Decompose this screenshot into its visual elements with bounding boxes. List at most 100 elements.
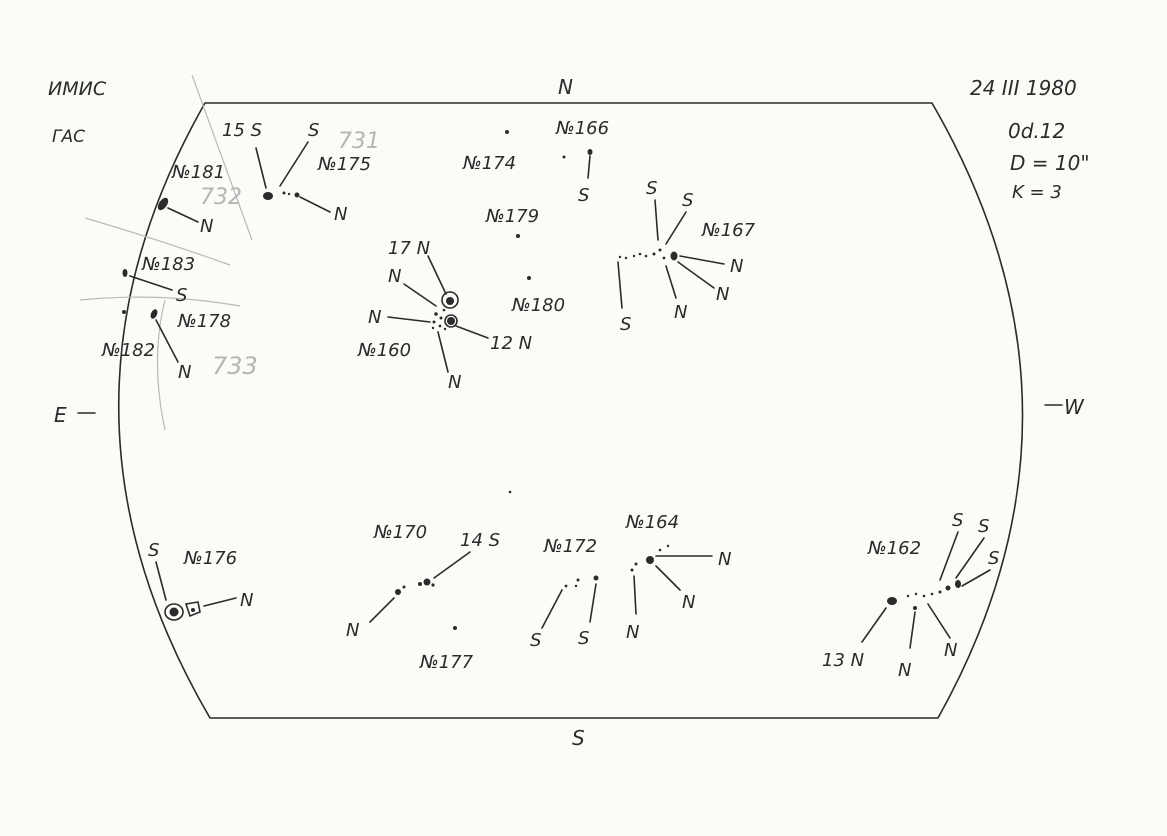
polarity-tag: 17 N bbox=[388, 238, 430, 259]
polarity-tag: N bbox=[334, 204, 347, 225]
polarity-tag: 13 N bbox=[822, 650, 864, 671]
polarity-leader bbox=[455, 325, 489, 339]
polarity-tag: S bbox=[578, 185, 589, 206]
region-164-label: №164 bbox=[625, 512, 679, 533]
polarity-tag: S bbox=[176, 285, 187, 306]
polarity-tag: N bbox=[716, 284, 729, 305]
sunspot bbox=[122, 310, 126, 314]
sunspot bbox=[434, 312, 438, 316]
polarity-leader bbox=[433, 551, 471, 579]
sunspot bbox=[634, 562, 638, 566]
north-label: N bbox=[558, 75, 573, 99]
sunspot bbox=[169, 607, 179, 617]
sunspot bbox=[955, 580, 961, 588]
polarity-leader bbox=[299, 196, 331, 213]
sunspot bbox=[644, 254, 648, 258]
polarity-tag: N bbox=[730, 256, 743, 277]
region-174-label: №174 bbox=[462, 153, 516, 174]
sunspot bbox=[447, 317, 455, 325]
sunspot bbox=[630, 568, 634, 572]
sunspot bbox=[887, 597, 897, 605]
region-167-label: №167 bbox=[701, 220, 756, 241]
polarity-leader bbox=[955, 537, 985, 579]
polarity-leader bbox=[155, 561, 167, 601]
polarity-leader bbox=[961, 569, 991, 587]
polarity-tag: S bbox=[530, 630, 541, 651]
polarity-tag: S bbox=[148, 540, 159, 561]
pencil-note-732: 732 bbox=[200, 185, 242, 210]
polarity-leader bbox=[369, 597, 395, 623]
sunspot bbox=[446, 297, 454, 305]
sunspot bbox=[395, 589, 401, 595]
region-179-label: №179 bbox=[485, 206, 539, 227]
east-label: E bbox=[54, 403, 67, 427]
sunspot bbox=[442, 308, 446, 312]
region-172-label: №172 bbox=[543, 536, 597, 557]
polarity-tag: N bbox=[240, 590, 253, 611]
sunspot bbox=[587, 149, 593, 155]
polarity-tag: 12 N bbox=[490, 333, 532, 354]
sunspot bbox=[906, 594, 910, 598]
sunspot bbox=[431, 326, 435, 330]
sunspot bbox=[618, 255, 622, 259]
polarity-leader bbox=[633, 575, 637, 615]
polarity-tag: N bbox=[178, 362, 191, 383]
polarity-tag: S bbox=[952, 510, 963, 531]
polarity-tag: N bbox=[200, 216, 213, 237]
polarity-leader bbox=[541, 589, 563, 629]
sunspot bbox=[438, 324, 442, 328]
polarity-leader bbox=[665, 211, 687, 245]
polarity-tag: N bbox=[448, 372, 461, 393]
polarity-tag: 14 S bbox=[460, 530, 500, 551]
polarity-leader bbox=[279, 141, 309, 187]
polarity-leader bbox=[403, 283, 437, 307]
sunspot bbox=[418, 582, 422, 586]
sunspot bbox=[508, 490, 512, 494]
sunspot bbox=[282, 191, 286, 195]
region-162-label: №162 bbox=[867, 538, 921, 559]
sunspot bbox=[263, 192, 273, 200]
polarity-leader bbox=[909, 611, 916, 649]
sunspot bbox=[945, 585, 951, 591]
polarity-tag: N bbox=[368, 307, 381, 328]
sunspot bbox=[157, 197, 169, 211]
sunspot bbox=[191, 608, 195, 612]
polarity-leader bbox=[665, 265, 677, 299]
sunspot-penumbra bbox=[164, 603, 184, 621]
region-183-label: №183 bbox=[141, 254, 195, 275]
sunspot bbox=[439, 316, 443, 320]
sunspot bbox=[294, 192, 300, 198]
pencil-line bbox=[84, 217, 231, 266]
sunspot bbox=[666, 544, 670, 548]
sunspot-penumbra bbox=[441, 291, 459, 309]
polarity-leader bbox=[155, 319, 179, 363]
region-177-label: №177 bbox=[419, 652, 474, 673]
region-170-label: №170 bbox=[373, 522, 427, 543]
polarity-tag: N bbox=[718, 549, 731, 570]
sunspot bbox=[938, 590, 942, 594]
polarity-tag: N bbox=[626, 622, 639, 643]
polarity-leader bbox=[939, 531, 959, 581]
region-160-label: №160 bbox=[357, 340, 411, 361]
south-label: S bbox=[572, 726, 585, 750]
polarity-tag: S bbox=[308, 120, 319, 141]
pencil-line bbox=[191, 74, 253, 241]
polarity-leader bbox=[677, 261, 715, 289]
polarity-leader bbox=[255, 147, 267, 189]
region-175-label: №175 bbox=[317, 154, 371, 175]
polarity-leader bbox=[589, 583, 597, 623]
polarity-leader bbox=[427, 255, 447, 295]
region-176-label: №176 bbox=[183, 548, 237, 569]
polarity-leader bbox=[654, 199, 659, 241]
sunspot bbox=[930, 592, 934, 596]
polarity-tag: 15 S bbox=[222, 120, 262, 141]
sunspot bbox=[638, 252, 642, 256]
region-180-label: №180 bbox=[511, 295, 565, 316]
sunspot bbox=[646, 556, 654, 564]
time-label: 0d.12 bbox=[1008, 119, 1065, 143]
sunspot bbox=[632, 254, 636, 258]
polarity-leader bbox=[927, 603, 951, 639]
k-index-label: K = 3 bbox=[1012, 182, 1062, 203]
